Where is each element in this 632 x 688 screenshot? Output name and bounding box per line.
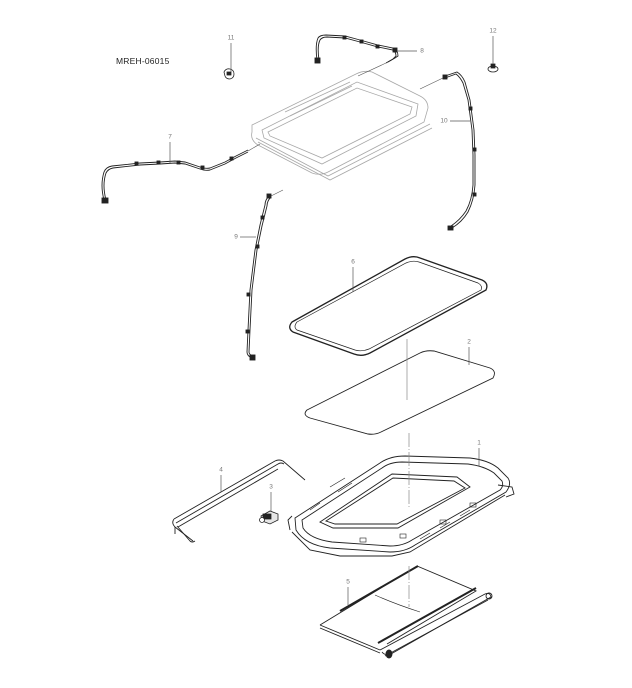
sunroof-frame-assembly[interactable]	[287, 455, 515, 557]
callout-6[interactable]: 6	[351, 258, 355, 266]
nut-part[interactable]	[487, 63, 499, 73]
ghost-sunroof-frame	[251, 70, 433, 181]
callout-8[interactable]: 8	[420, 47, 424, 55]
callout-3[interactable]: 3	[269, 483, 273, 491]
callout-2[interactable]: 2	[467, 338, 471, 346]
diagram-code-label: MREH-06015	[116, 56, 170, 66]
motor[interactable]	[259, 510, 279, 525]
drain-hose-front-right[interactable]	[314, 34, 399, 77]
deflector[interactable]	[172, 459, 306, 543]
callout-12[interactable]: 12	[489, 27, 497, 35]
callout-9[interactable]: 9	[234, 233, 238, 241]
callout-4[interactable]: 4	[219, 466, 223, 474]
sunshade[interactable]	[319, 565, 493, 659]
clip-part[interactable]	[223, 68, 235, 80]
callout-1[interactable]: 1	[477, 439, 481, 447]
sunroof-glass-panel[interactable]	[304, 350, 495, 435]
callout-11[interactable]: 11	[227, 34, 235, 42]
glass-weatherstrip[interactable]	[289, 256, 488, 356]
callout-5[interactable]: 5	[346, 578, 350, 586]
callout-10[interactable]: 10	[440, 117, 448, 125]
drain-hose-front-left[interactable]	[101, 143, 261, 204]
drain-hose-rear-right[interactable]	[419, 71, 477, 231]
callout-7[interactable]: 7	[168, 133, 172, 141]
drain-hose-rear-left[interactable]	[245, 189, 284, 361]
assembly-centerline	[406, 339, 410, 607]
leader-lines	[169, 36, 494, 605]
